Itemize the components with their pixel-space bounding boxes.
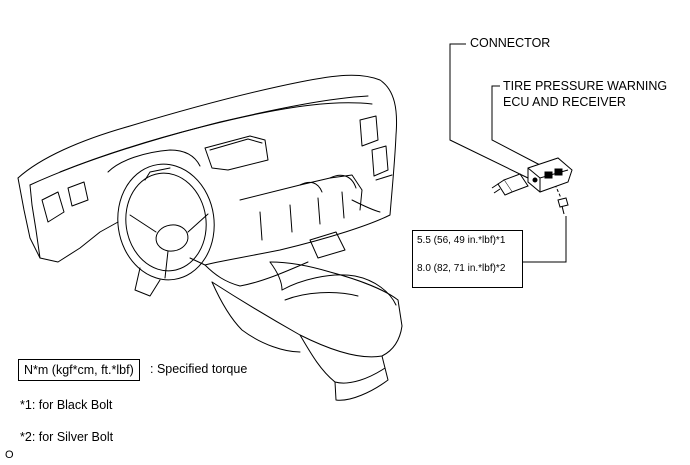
ecu-receiver-part xyxy=(527,157,573,193)
dashboard-outline xyxy=(17,74,398,266)
torque-spec-2: 8.0 (82, 71 in.*lbf)*2 xyxy=(417,263,506,274)
steering-wheel xyxy=(117,163,215,281)
ecu-leader xyxy=(491,85,541,166)
note-black-bolt: *1: for Black Bolt xyxy=(20,398,113,412)
ecu-label-line1: TIRE PRESSURE WARNING xyxy=(503,79,668,93)
note-silver-bolt: *2: for Silver Bolt xyxy=(20,430,114,444)
figure-code: O xyxy=(5,449,14,461)
ecu-label-line2: ECU AND RECEIVER xyxy=(503,95,626,109)
connector-label: CONNECTOR xyxy=(470,36,551,50)
connector-part xyxy=(491,173,529,196)
torque-spec-box: 5.5 (56, 49 in.*lbf)*1 8.0 (82, 71 in.*l… xyxy=(412,230,523,288)
torque-leader xyxy=(523,216,567,263)
torque-spec-1: 5.5 (56, 49 in.*lbf)*1 xyxy=(417,235,506,246)
display-hood xyxy=(204,135,269,171)
connector-leader xyxy=(449,43,529,179)
bolt xyxy=(557,197,569,215)
center-console xyxy=(211,261,403,358)
torque-unit-description: : Specified torque xyxy=(150,362,248,376)
torque-unit-box: N*m (kgf*cm, ft.*lbf) xyxy=(18,359,140,381)
